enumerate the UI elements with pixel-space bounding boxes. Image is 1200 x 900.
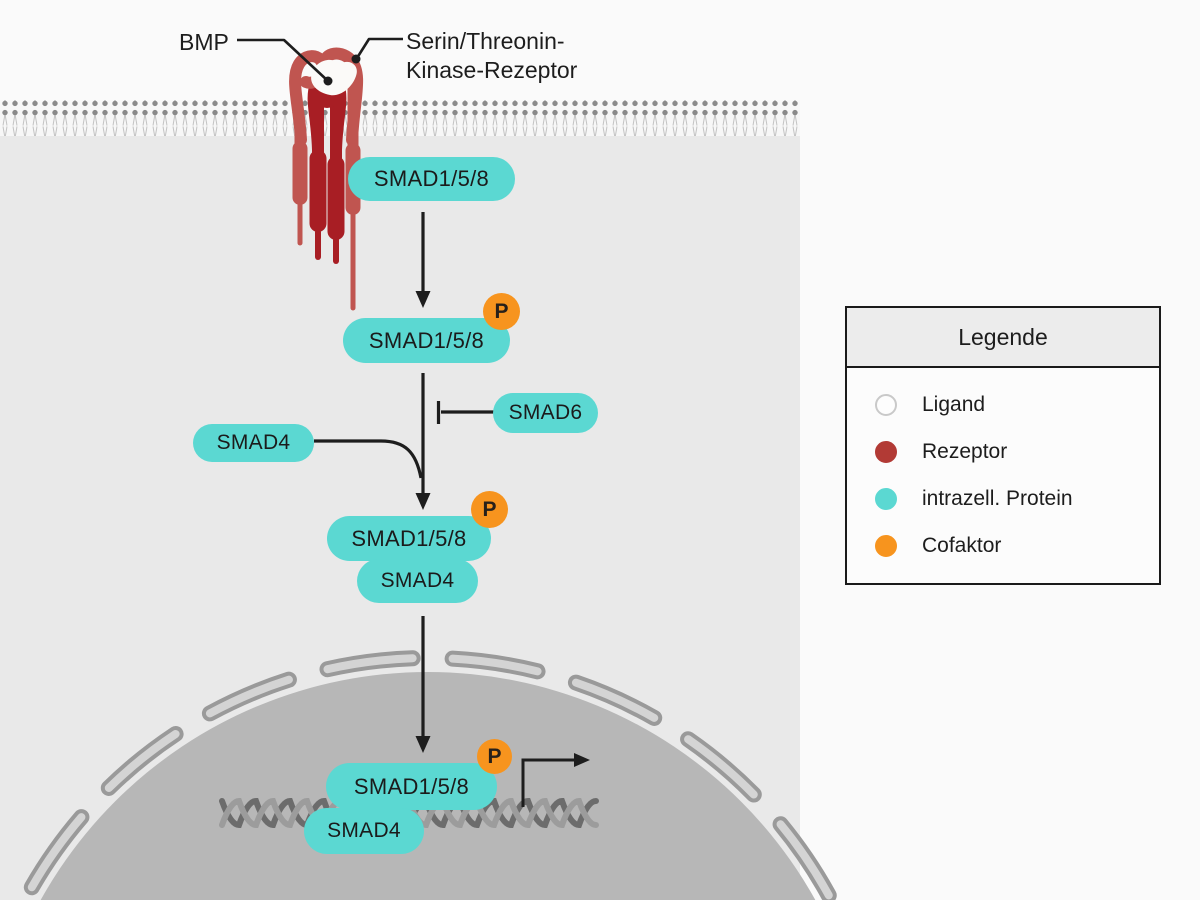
receptor-label: Serin/Threonin- Kinase-Rezeptor	[406, 27, 577, 85]
legend-title: Legende	[847, 308, 1159, 368]
node-complex-smad4: SMAD4	[357, 559, 478, 603]
node-smad6-inhibitor: SMAD6	[493, 393, 598, 433]
bmp-ligand-icon	[311, 59, 357, 96]
receptor-label-line1: Serin/Threonin-	[406, 28, 565, 54]
legend-item-cofaktor: Cofaktor	[847, 522, 1159, 569]
node-nuclear-smad4: SMAD4	[304, 808, 424, 854]
pathway-arrows	[314, 212, 576, 807]
receptor-label-line2: Kinase-Rezeptor	[406, 57, 578, 83]
legend-item-label: Cofaktor	[922, 533, 1002, 557]
intracellular-protein-swatch-icon	[875, 487, 897, 510]
bmp-label: BMP	[179, 29, 229, 55]
node-smad158-phosphorylated: SMAD1/5/8	[343, 318, 510, 363]
node-complex-smad158: SMAD1/5/8	[327, 516, 491, 561]
legend-box: Legende Ligand Rezeptor intrazell. Prote…	[845, 306, 1161, 585]
receptor-pointer-dot	[351, 54, 361, 64]
node-smad158-cytoplasmic: SMAD1/5/8	[348, 157, 515, 201]
legend-item-ligand: Ligand	[847, 381, 1159, 428]
cofactor-swatch-icon	[875, 534, 897, 557]
annotation-lines	[237, 37, 403, 82]
arrowheads	[415, 291, 590, 767]
legend-item-label: Ligand	[922, 392, 986, 416]
legend-list: Ligand Rezeptor intrazell. Protein Cofak…	[847, 368, 1159, 569]
bmp-pointer-dot	[323, 76, 333, 86]
receptor-swatch-icon	[875, 440, 897, 463]
phosphate-badge-2: P	[471, 491, 508, 528]
ligand-swatch-icon	[875, 393, 897, 416]
legend-item-label: Rezeptor	[922, 439, 1008, 463]
phosphate-badge-3: P	[477, 739, 512, 774]
phosphate-badge-1: P	[483, 293, 520, 330]
legend-item-rezeptor: Rezeptor	[847, 428, 1159, 475]
plasma-membrane	[0, 100, 800, 136]
legend-item-label: intrazell. Protein	[922, 486, 1073, 510]
legend-item-intrazell-protein: intrazell. Protein	[847, 475, 1159, 522]
node-nuclear-smad158: SMAD1/5/8	[326, 763, 497, 810]
node-smad4-free: SMAD4	[193, 424, 314, 462]
